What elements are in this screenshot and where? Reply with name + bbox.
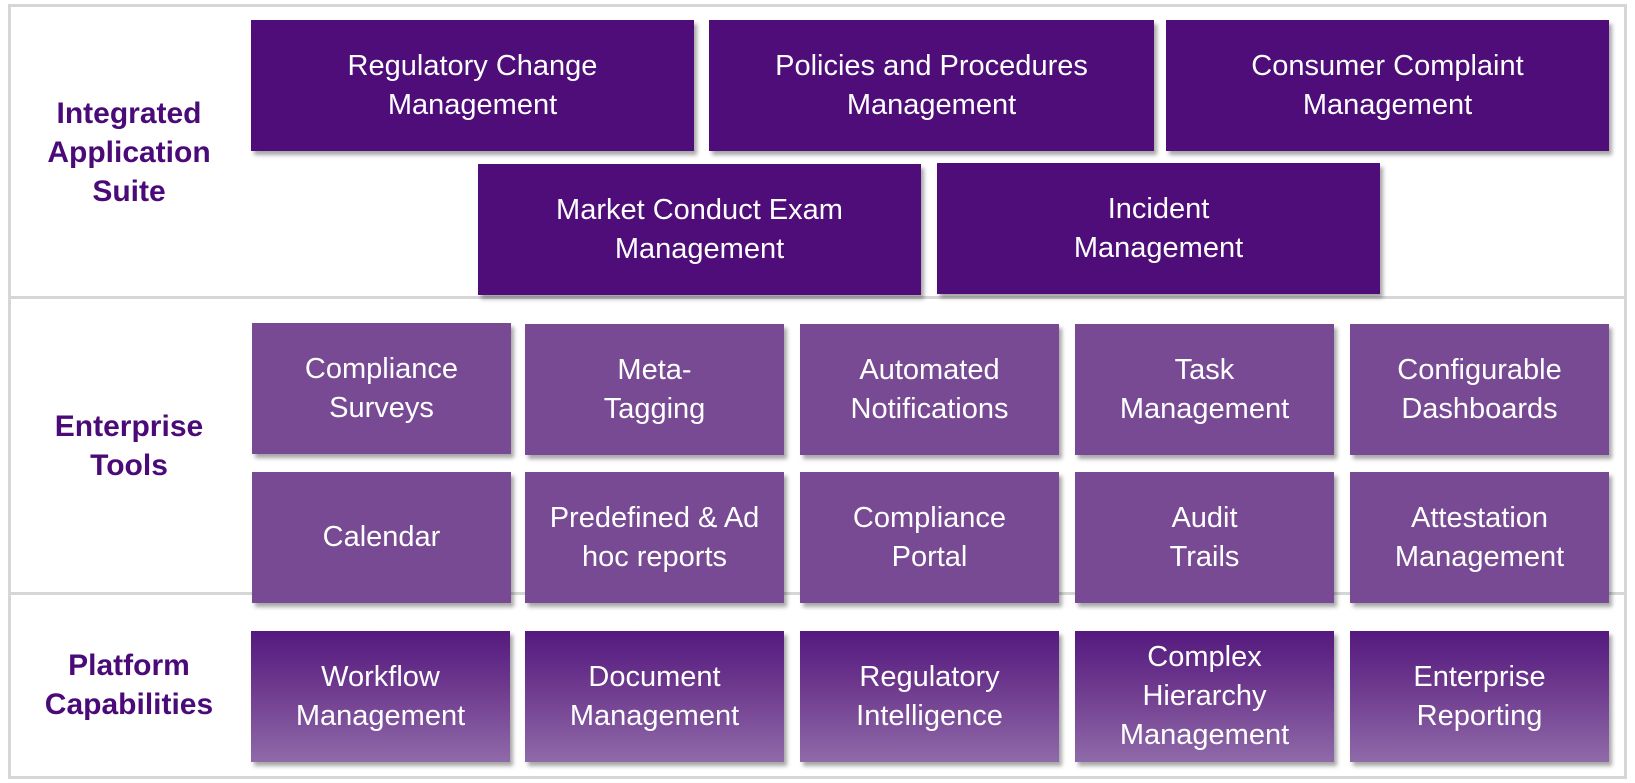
box-label: Workflow Management — [295, 660, 466, 732]
box-label: Audit Trails — [1169, 501, 1240, 573]
box-label: Policies and Procedures Management — [775, 49, 1088, 121]
application-box[interactable]: Regulatory Change Management — [251, 20, 694, 151]
section-label-enterprise-tools: Enterprise Tools — [14, 299, 244, 592]
platform-box[interactable]: Enterprise Reporting — [1350, 631, 1609, 762]
label-text: Enterprise Tools — [54, 409, 204, 482]
box-label: Market Conduct Exam Management — [556, 193, 843, 265]
box-label: Compliance Portal — [852, 501, 1007, 573]
box-label: Configurable Dashboards — [1397, 353, 1562, 425]
platform-box[interactable]: Workflow Management — [251, 631, 510, 762]
box-label: Regulatory Intelligence — [856, 660, 1003, 732]
tool-box[interactable]: Configurable Dashboards — [1350, 324, 1609, 455]
tool-box[interactable]: Audit Trails — [1075, 472, 1334, 603]
box-label: Incident Management — [1073, 192, 1244, 264]
section-label-application-suite: Integrated Application Suite — [14, 8, 244, 296]
tool-box[interactable]: Attestation Management — [1350, 472, 1609, 603]
section-label-platform-capabilities: Platform Capabilities — [14, 595, 244, 775]
box-label: Automated Notifications — [850, 353, 1009, 425]
tool-box[interactable]: Automated Notifications — [800, 324, 1059, 455]
platform-box[interactable]: Complex Hierarchy Management — [1075, 631, 1334, 762]
box-label: Consumer Complaint Management — [1251, 49, 1524, 121]
application-box[interactable]: Policies and Procedures Management — [709, 20, 1154, 151]
platform-box[interactable]: Regulatory Intelligence — [800, 631, 1059, 762]
box-label: Regulatory Change Management — [347, 49, 598, 121]
application-box[interactable]: Consumer Complaint Management — [1166, 20, 1609, 151]
section-divider — [8, 296, 1627, 299]
box-label: Meta-Tagging — [603, 353, 706, 425]
tool-box[interactable]: Calendar — [252, 472, 511, 603]
tool-box[interactable]: Meta-Tagging — [525, 324, 784, 455]
box-label: Predefined & Ad hoc reports — [549, 501, 760, 573]
box-label: Enterprise Reporting — [1413, 660, 1546, 732]
box-label: Complex Hierarchy Management — [1119, 641, 1290, 751]
tool-box[interactable]: Task Management — [1075, 324, 1334, 455]
box-label: Document Management — [569, 660, 740, 732]
label-text: Integrated Application Suite — [47, 96, 211, 208]
application-box[interactable]: Incident Management — [937, 163, 1380, 294]
tool-box[interactable]: Predefined & Ad hoc reports — [525, 472, 784, 603]
box-label: Calendar — [322, 521, 441, 553]
platform-box[interactable]: Document Management — [525, 631, 784, 762]
tool-box[interactable]: Compliance Surveys — [252, 323, 511, 454]
tool-box[interactable]: Compliance Portal — [800, 472, 1059, 603]
box-label: Task Management — [1119, 353, 1290, 425]
application-box[interactable]: Market Conduct Exam Management — [478, 164, 921, 295]
label-text: Platform Capabilities — [44, 649, 214, 721]
box-label: Compliance Surveys — [304, 352, 459, 424]
box-label: Attestation Management — [1394, 501, 1565, 573]
